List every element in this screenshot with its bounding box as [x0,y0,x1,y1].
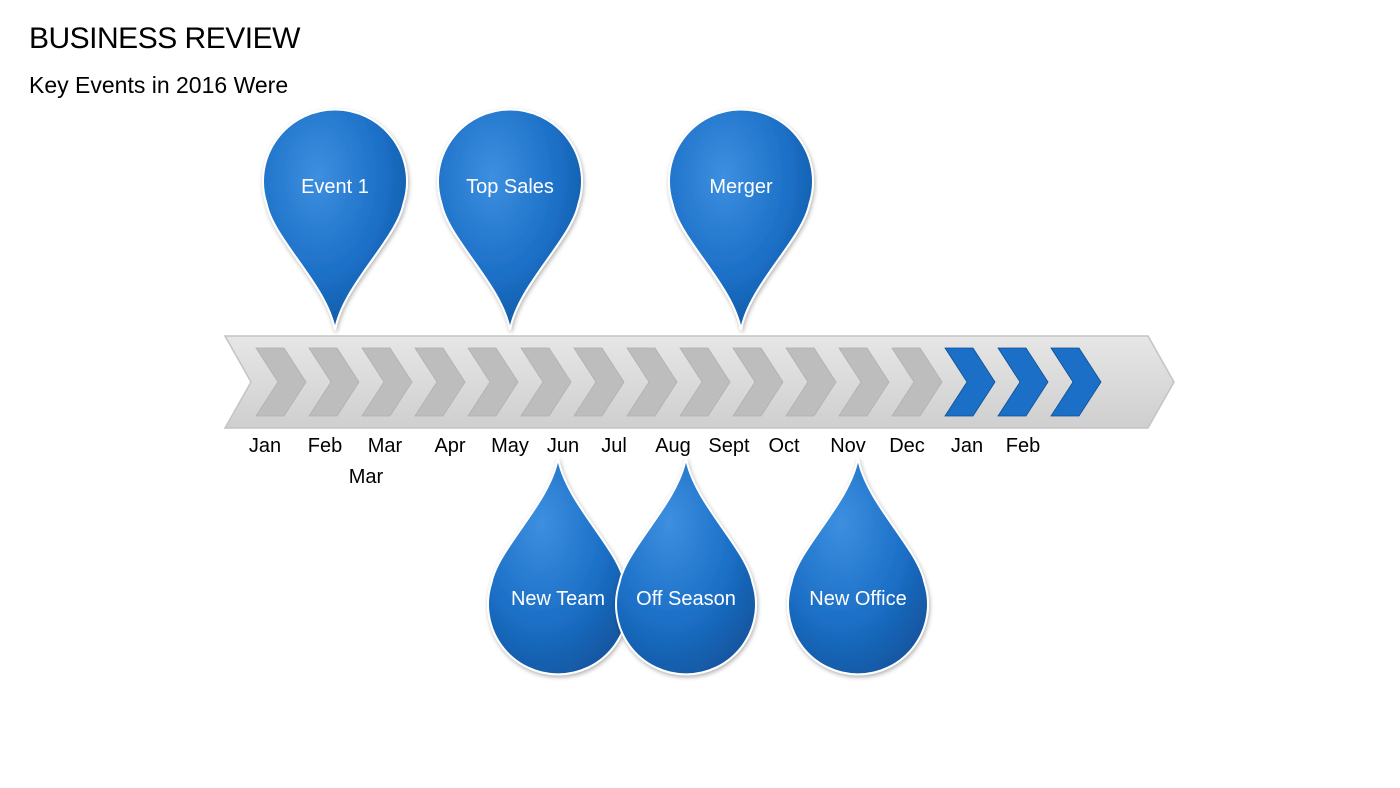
drop-shape [487,457,629,676]
pin-shape [437,108,583,331]
pin-shape [262,108,408,331]
page-subtitle: Key Events in 2016 Were [29,72,289,98]
chevron [308,347,360,417]
month-label: Jan [951,435,983,457]
drop-shape [615,457,757,676]
chevron [891,347,943,417]
month-label: Jun [547,435,579,457]
month-label: May [491,435,529,457]
event-label: Off Season [636,588,736,610]
month-label: Apr [434,435,465,457]
event-pin-above: Event 1 [262,108,408,331]
page-title: BUSINESS REVIEW [29,22,300,55]
month-label: Feb [308,435,342,457]
chevron-group [255,347,1102,417]
event-label: New Office [809,588,906,610]
chevron-highlighted [1050,347,1102,417]
event-label: New Team [511,588,605,610]
chevron [255,347,307,417]
event-label: Merger [709,176,773,198]
pin-shape [668,108,814,331]
chevron [732,347,784,417]
chevron [520,347,572,417]
events-above-group: Event 1 Top Sales Merger [262,108,814,331]
month-label: Mar [368,435,403,457]
event-drop-below: Off Season [615,457,757,676]
chevron [785,347,837,417]
chevron [573,347,625,417]
month-label: Sept [708,435,750,457]
event-pin-above: Top Sales [437,108,583,331]
month-label: Oct [768,435,800,457]
month-label: Jul [601,435,627,457]
event-label: Event 1 [301,176,369,198]
drop-shape [787,457,929,676]
chevron [467,347,519,417]
event-drop-below: New Office [787,457,929,676]
chevron [414,347,466,417]
chevron [679,347,731,417]
events-below-group: New Team Off Season New Office [487,457,929,676]
chevron-highlighted [944,347,996,417]
month-label: Nov [830,435,866,457]
chevron [838,347,890,417]
month-label: Feb [1006,435,1040,457]
chevron-highlighted [997,347,1049,417]
chevron [361,347,413,417]
event-pin-above: Merger [668,108,814,331]
month-label: Dec [889,435,925,457]
month-label: Jan [249,435,281,457]
chevron [626,347,678,417]
timeline-arrow-band [223,335,1175,429]
month-label-extra: Mar [349,466,384,488]
event-label: Top Sales [466,176,554,198]
event-drop-below: New Team [487,457,629,676]
month-label: Aug [655,435,691,457]
